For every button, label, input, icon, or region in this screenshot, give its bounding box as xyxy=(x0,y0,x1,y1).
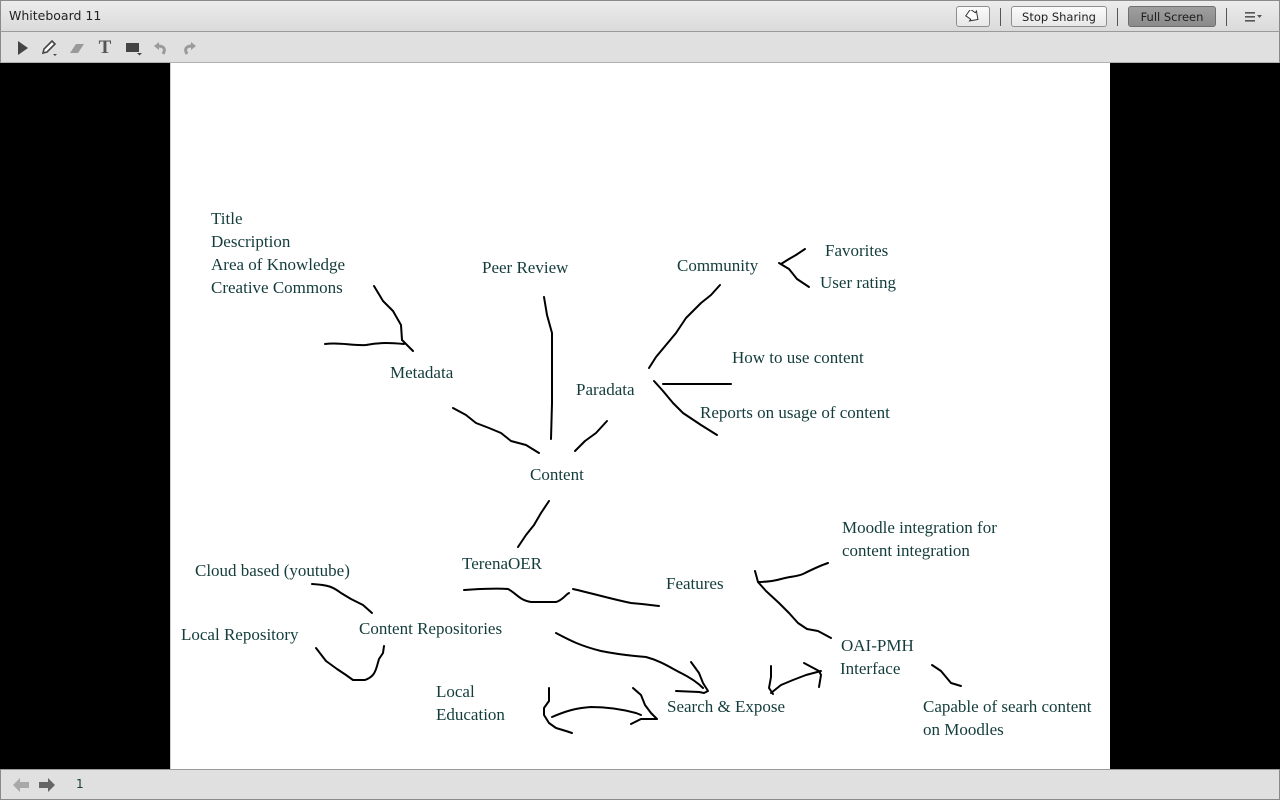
stroke-terenaoer-repositories xyxy=(463,587,570,603)
shape-tool[interactable] xyxy=(124,38,144,58)
stroke-features-moodle xyxy=(757,562,829,583)
label-area-of-knowledge: Area of Knowledge xyxy=(211,255,346,274)
stroke-peer-review-content xyxy=(543,296,553,440)
stroke-content-terenaoer xyxy=(517,500,550,548)
stroke-paradata-content xyxy=(574,420,608,452)
label-oai-pmh-line1: OAI-PMH xyxy=(841,636,914,655)
label-moodle-integration-line1: Moodle integration for xyxy=(842,518,997,537)
text-T-icon: T xyxy=(98,37,112,58)
label-description: Description xyxy=(211,232,291,251)
label-paradata: Paradata xyxy=(576,380,635,399)
label-community: Community xyxy=(677,256,759,275)
stroke-features-oai xyxy=(754,570,832,639)
eraser-tool[interactable] xyxy=(67,38,87,58)
stroke-metadata-content xyxy=(452,407,540,454)
divider xyxy=(1000,7,1001,26)
pencil-icon xyxy=(41,39,57,56)
label-metadata: Metadata xyxy=(390,363,454,382)
label-capable-line1: Capable of searh content xyxy=(923,697,1092,716)
label-peer-review: Peer Review xyxy=(482,258,569,277)
label-content: Content xyxy=(530,465,584,484)
stroke-metadata-left xyxy=(324,342,405,347)
stroke-search-arrowhead-left xyxy=(630,687,658,725)
label-moodle-integration-line2: content integration xyxy=(842,541,970,560)
stop-sharing-button[interactable]: Stop Sharing xyxy=(1011,6,1107,27)
label-title: Title xyxy=(211,209,243,228)
text-tool[interactable]: T xyxy=(95,37,115,58)
undo-icon xyxy=(154,42,166,55)
redo-button[interactable] xyxy=(179,38,199,58)
stroke-search-oai-stem xyxy=(768,665,774,695)
page-number: 1 xyxy=(76,777,84,791)
label-capable-line2: on Moodles xyxy=(923,720,1004,739)
stroke-community-paradata xyxy=(648,284,721,369)
sync-view-button[interactable] xyxy=(956,6,990,27)
stroke-local-education-search xyxy=(551,706,642,718)
stroke-terenaoer-features xyxy=(572,588,660,607)
stroke-local-education-bracket xyxy=(543,687,573,734)
label-oai-pmh-line2: Interface xyxy=(840,659,901,678)
stroke-community-user-rating xyxy=(778,262,810,288)
label-content-repositories: Content Repositories xyxy=(359,619,503,638)
stroke-creative-commons-metadata xyxy=(373,285,414,352)
stroke-search-oai xyxy=(770,670,822,694)
label-terenaoer: TerenaOER xyxy=(462,554,542,573)
page-navigation-bar: 1 xyxy=(0,769,1280,800)
pencil-tool[interactable] xyxy=(39,38,59,58)
label-local-education-line1: Local xyxy=(436,682,475,701)
arrow-pointer-icon xyxy=(18,41,28,55)
arrow-right-icon xyxy=(39,778,55,792)
label-local-education-line2: Education xyxy=(436,705,505,724)
label-how-to-use-content: How to use content xyxy=(732,348,864,367)
arrow-left-icon xyxy=(13,778,29,792)
whiteboard-canvas[interactable]: Title Description Area of Knowledge Crea… xyxy=(170,63,1110,769)
undo-button[interactable] xyxy=(151,38,171,58)
ink-strokes xyxy=(311,248,962,734)
eraser-icon xyxy=(70,44,84,53)
divider xyxy=(1226,7,1227,26)
menu-icon xyxy=(1245,11,1262,22)
title-bar-controls: Stop Sharing Full Screen xyxy=(956,1,1279,32)
drawing-toolbar: T xyxy=(0,32,1280,63)
stroke-community-favorites xyxy=(780,248,806,265)
stroke-local-repo-content-repos xyxy=(315,645,385,681)
label-features: Features xyxy=(666,574,724,593)
stroke-cloud-content-repos xyxy=(311,583,373,614)
stroke-oai-capable xyxy=(931,664,962,687)
stroke-oai-arrowhead xyxy=(803,662,822,688)
sync-arrow-icon xyxy=(965,9,979,22)
next-page-button[interactable] xyxy=(38,777,56,793)
rectangle-icon xyxy=(126,43,142,56)
whiteboard-stage: Title Description Area of Knowledge Crea… xyxy=(0,63,1280,769)
divider xyxy=(1117,7,1118,26)
selection-tool[interactable] xyxy=(13,38,33,58)
title-bar: Whiteboard 11 Stop Sharing Full Screen xyxy=(0,0,1280,32)
label-user-rating: User rating xyxy=(820,273,897,292)
label-search-expose: Search & Expose xyxy=(667,697,786,716)
label-creative-commons: Creative Commons xyxy=(211,278,343,297)
previous-page-button[interactable] xyxy=(12,777,30,793)
label-favorites: Favorites xyxy=(825,241,889,260)
window-title: Whiteboard 11 xyxy=(9,8,102,23)
options-menu-button[interactable] xyxy=(1237,6,1271,27)
stroke-search-arrowhead-top xyxy=(675,661,709,694)
stroke-content-repos-search xyxy=(555,632,704,689)
full-screen-button[interactable]: Full Screen xyxy=(1128,6,1216,27)
label-reports-on-usage: Reports on usage of content xyxy=(700,403,890,422)
label-local-repository: Local Repository xyxy=(181,625,299,644)
redo-icon xyxy=(184,42,196,55)
label-cloud-based: Cloud based (youtube) xyxy=(195,561,350,580)
